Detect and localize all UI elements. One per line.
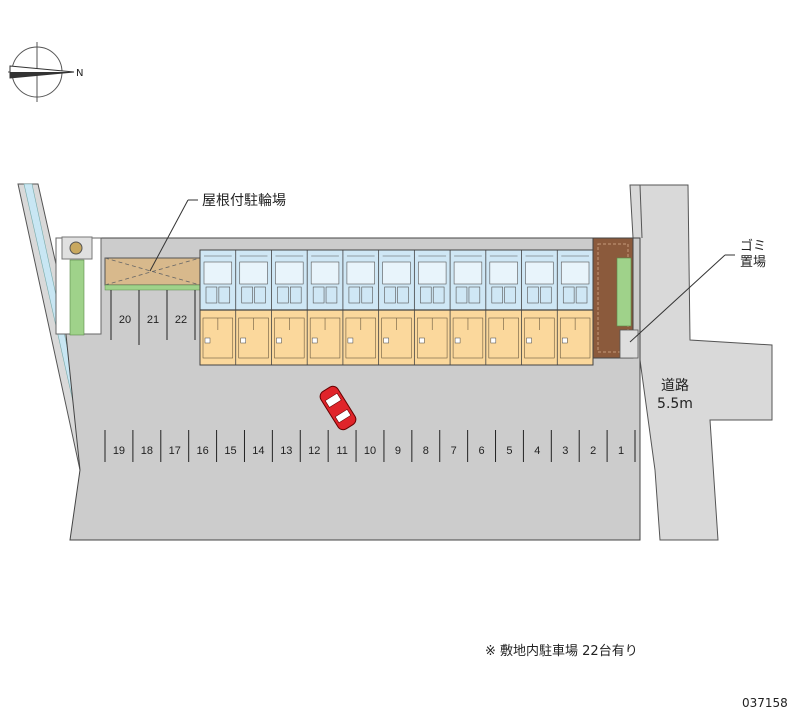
parking-spot-7: 7 (451, 445, 457, 457)
map-id: 037158 (742, 696, 788, 710)
car-icon (319, 385, 357, 431)
parking-spot-17: 17 (169, 445, 181, 457)
apartment-unit (235, 250, 269, 365)
compass-north-label: N (76, 68, 83, 79)
apartment-unit (413, 250, 448, 365)
parking-spot-2: 2 (590, 445, 596, 457)
parking-spot-19: 19 (113, 445, 125, 457)
parking-spot-11: 11 (336, 445, 347, 457)
compass-icon: N (8, 42, 83, 102)
parking-spot-15: 15 (224, 445, 236, 457)
parking-spot-13: 13 (280, 445, 292, 457)
parking-spot-14: 14 (252, 445, 264, 457)
bicycle-parking (104, 257, 201, 291)
parking-spot-1: 1 (618, 445, 624, 457)
west-parking-row: 20 21 22 (110, 290, 196, 345)
garbage-label-line1: ゴミ (740, 238, 766, 254)
road-label-line1: 道路 (661, 378, 689, 394)
apartment-unit (556, 250, 591, 365)
parking-spot-9: 9 (395, 445, 401, 457)
apartment-building (199, 249, 594, 366)
utility-icon (69, 241, 83, 255)
parking-spot-3: 3 (562, 445, 568, 457)
parking-spot-10: 10 (364, 445, 376, 457)
parking-spot-12: 12 (308, 445, 320, 457)
parking-footnote: ※ 敷地内駐車場 22台有り (485, 643, 638, 659)
garbage-label-line2: 置場 (740, 255, 766, 270)
bicycle-parking-label: 屋根付駐輪場 (202, 192, 286, 209)
parking-spot-8: 8 (423, 445, 429, 457)
garbage-area (592, 237, 639, 359)
parking-spot-4: 4 (534, 445, 540, 457)
parking-spot-22: 22 (175, 314, 187, 326)
parking-spot-16: 16 (197, 445, 209, 457)
apartment-unit (485, 250, 519, 365)
apartment-unit (199, 250, 234, 365)
parking-spot-5: 5 (506, 445, 512, 457)
apartment-unit (306, 250, 341, 365)
apartment-unit (449, 250, 484, 365)
apartment-unit (271, 250, 305, 365)
south-parking-row: 19 18 17 16 15 14 13 12 11 10 9 8 7 6 5 4 3 2 1 (104, 430, 636, 462)
grass-strip-west (69, 259, 85, 336)
parking-spot-18: 18 (141, 445, 153, 457)
road-width-label: 5.5m (657, 396, 693, 412)
parking-spot-20: 20 (119, 314, 131, 326)
apartment-unit (521, 250, 555, 365)
parking-spot-21: 21 (147, 314, 159, 326)
apartment-unit (378, 250, 412, 365)
apartment-unit (342, 250, 376, 365)
parking-spot-6: 6 (479, 445, 485, 457)
main-road (629, 184, 773, 541)
